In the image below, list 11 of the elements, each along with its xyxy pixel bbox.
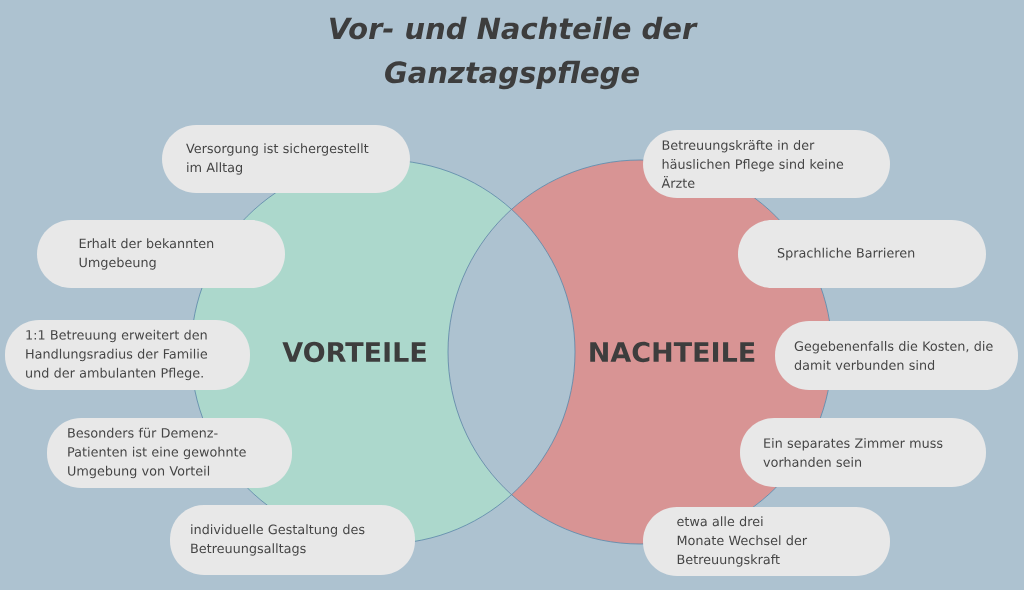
text-pill: Betreuungskräfte in der häuslichen Pflege sind keine Ärzte xyxy=(643,130,890,198)
text-pill: 1:1 Betreuung erweitert den Handlungsradius der Familie und der ambulanten Pflege. xyxy=(5,320,250,390)
text-pill: Sprachliche Barrieren xyxy=(738,220,986,288)
title: Vor- und Nachteile der Ganztagspflege xyxy=(330,16,698,90)
text-pill: Ein separates Zimmer muss vorhanden sein xyxy=(740,418,986,487)
text-pill: individuelle Gestaltung des Betreuungsalltags xyxy=(170,505,415,575)
text-pill: Versorgung ist sichergestellt im Alltag xyxy=(162,125,410,193)
text-pill: Erhalt der bekannten Umgebeung xyxy=(37,220,285,288)
text-pill: etwa alle drei Monate Wechsel der Betreuungskraft xyxy=(643,507,890,576)
text-pill: Gegebenenfalls die Kosten, die damit verbunden sind xyxy=(775,321,1018,390)
text-pill: Besonders für Demenz-Patienten ist eine gewohnte Umgebung von Vorteil xyxy=(47,418,292,488)
